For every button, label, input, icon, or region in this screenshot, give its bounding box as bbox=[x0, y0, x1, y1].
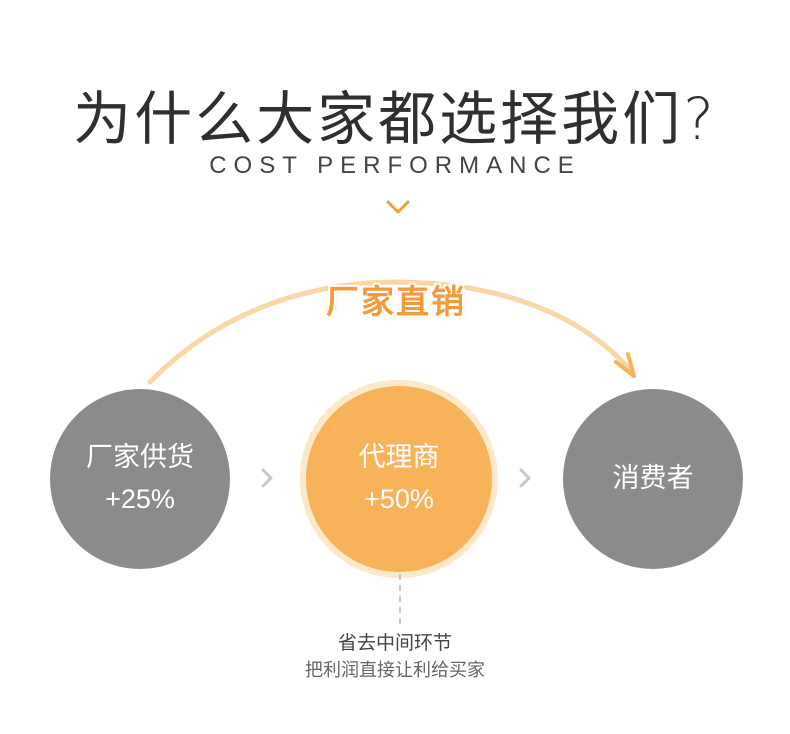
page-title: 为什么大家都选择我们? bbox=[73, 85, 717, 153]
node-label: 代理商 bbox=[358, 442, 440, 473]
node-value: +50% bbox=[364, 484, 434, 514]
page-subtitle: COST PERFORMANCE bbox=[209, 152, 581, 179]
chevron-right-icon bbox=[261, 468, 273, 488]
node-agent: 代理商 +50% bbox=[306, 386, 492, 572]
node-label: 厂家供货 bbox=[86, 442, 194, 473]
chevron-right-icon bbox=[519, 468, 531, 488]
dashed-connector bbox=[399, 574, 401, 624]
agent-dashed-ring bbox=[300, 380, 496, 576]
note-line-1: 省去中间环节 bbox=[337, 632, 452, 654]
node-value: +25% bbox=[105, 484, 175, 514]
direct-sales-badge: 厂家直销 bbox=[326, 282, 466, 321]
node-consumer: 消费者 bbox=[563, 389, 743, 569]
node-label: 消费者 bbox=[612, 463, 694, 494]
node-manufacturer: 厂家供货 +25% bbox=[50, 389, 230, 569]
note-line-2: 把利润直接让利给买家 bbox=[305, 660, 485, 681]
chevron-down-icon bbox=[386, 200, 410, 214]
